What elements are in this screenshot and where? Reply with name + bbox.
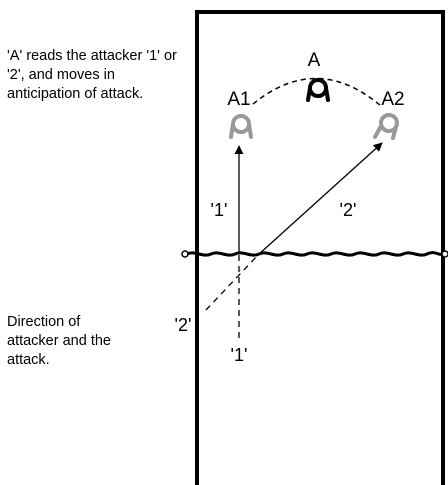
player-a2-icon <box>373 113 399 140</box>
label-path-1-upper: '1' <box>211 200 228 220</box>
anticipation-arc <box>252 77 382 107</box>
annotation-reads-attacker: 'A' reads the attacker '1' or '2', and m… <box>7 48 177 102</box>
attack-path-2-arrow <box>257 142 383 256</box>
label-path-1-start: '1' <box>231 345 248 365</box>
label-player-a: A <box>308 50 321 71</box>
net-right-post-icon <box>441 250 448 258</box>
attack-path-2-dashed <box>205 254 259 311</box>
net-left-post-icon <box>181 250 189 258</box>
label-player-a2: A2 <box>381 89 404 110</box>
annotation-attack-direction: Direction of attacker and the attack. <box>7 314 111 368</box>
label-path-2-upper: '2' <box>340 200 357 220</box>
net-line <box>186 251 444 257</box>
court-boundary <box>195 10 445 485</box>
player-a-icon <box>306 78 330 102</box>
label-path-2-start: '2' <box>175 315 192 335</box>
label-player-a1: A1 <box>227 89 250 110</box>
player-a1-icon <box>229 114 253 139</box>
